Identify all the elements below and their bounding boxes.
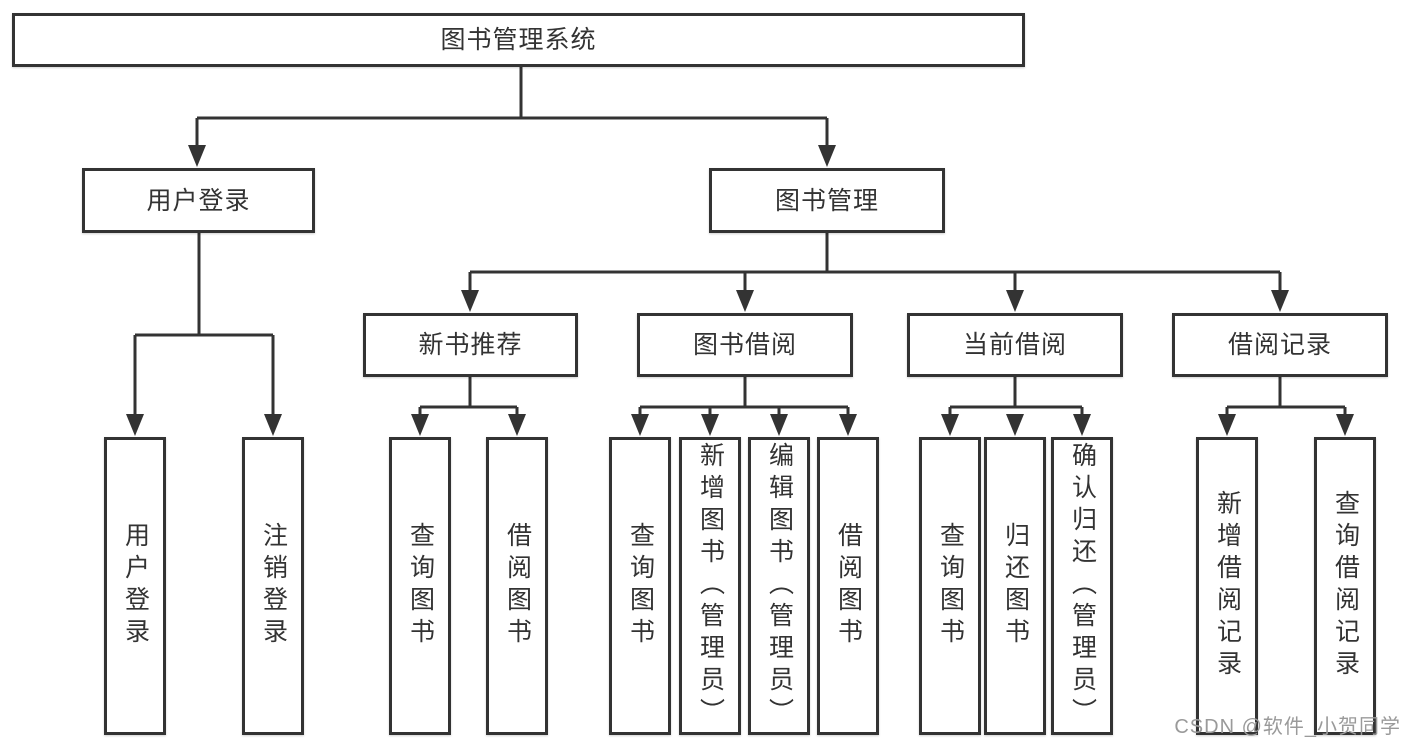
arrow-down-icon xyxy=(188,145,206,167)
arrow-down-icon xyxy=(736,290,754,312)
connectors-user-login-group xyxy=(126,233,282,436)
node-current-borrowing: 当前借阅 xyxy=(907,313,1123,377)
connectors-borrowing-records-group xyxy=(1218,377,1354,436)
arrow-down-icon xyxy=(1006,414,1024,436)
connector-new-book-recommendation xyxy=(418,377,519,430)
connectors-book-borrowing-group xyxy=(631,377,857,436)
node-label: 查询图书 xyxy=(406,522,435,650)
connector-user-login xyxy=(133,233,275,430)
leaf-borrow-books-recommend: 借阅图书 xyxy=(486,437,548,735)
connector-borrowing-records xyxy=(1225,377,1347,430)
arrow-down-icon xyxy=(411,414,429,436)
leaf-query-books-borrow: 查询图书 xyxy=(609,437,671,735)
node-label: 新书推荐 xyxy=(418,331,523,359)
arrow-down-icon xyxy=(1336,414,1354,436)
connectors-current-borrowing-group xyxy=(941,377,1091,436)
leaf-logout: 注销登录 xyxy=(242,437,304,735)
arrow-down-icon xyxy=(770,414,788,436)
arrow-down-icon xyxy=(1218,414,1236,436)
leaf-user-login: 用户登录 xyxy=(104,437,166,735)
connectors-root-to-level2 xyxy=(188,64,836,167)
node-label: 新增图书（管理员） xyxy=(696,442,725,730)
node-label: 新增借阅记录 xyxy=(1213,490,1242,682)
connector-current-borrowing xyxy=(948,377,1084,430)
connectors-new-book-recommendation-group xyxy=(411,377,526,436)
arrow-down-icon xyxy=(1073,414,1091,436)
connector-book-management xyxy=(468,233,1282,306)
connector-book-borrowing xyxy=(638,377,850,430)
arrow-down-icon xyxy=(941,414,959,436)
node-label: 查询借阅记录 xyxy=(1331,490,1360,682)
leaf-query-books-recommend: 查询图书 xyxy=(389,437,451,735)
csdn-watermark: CSDN @软件_小贺同学 xyxy=(1174,716,1401,738)
leaf-return-books: 归还图书 xyxy=(984,437,1046,735)
leaf-query-books-current: 查询图书 xyxy=(919,437,981,735)
node-borrowing-records: 借阅记录 xyxy=(1172,313,1388,377)
arrow-down-icon xyxy=(701,414,719,436)
node-label: 确认归还（管理员） xyxy=(1068,442,1097,730)
arrow-down-icon xyxy=(508,414,526,436)
node-label: 注销登录 xyxy=(259,522,288,650)
node-label: 借阅记录 xyxy=(1227,331,1332,359)
node-label: 借阅图书 xyxy=(834,522,863,650)
arrow-down-icon xyxy=(818,145,836,167)
leaf-confirm-return-admin: 确认归还（管理员） xyxy=(1051,437,1113,735)
arrow-down-icon xyxy=(264,414,282,436)
leaf-borrow-books: 借阅图书 xyxy=(817,437,879,735)
node-label: 归还图书 xyxy=(1001,522,1030,650)
node-label: 图书借阅 xyxy=(692,331,797,359)
arrow-down-icon xyxy=(631,414,649,436)
leaf-query-borrow-record: 查询借阅记录 xyxy=(1314,437,1376,735)
arrow-down-icon xyxy=(461,290,479,312)
node-new-book-recommendation: 新书推荐 xyxy=(363,313,578,377)
node-label: 用户登录 xyxy=(121,522,150,650)
node-label: 用户登录 xyxy=(146,186,251,215)
node-book-borrowing: 图书借阅 xyxy=(637,313,853,377)
node-label: 当前借阅 xyxy=(962,331,1067,359)
node-label: 借阅图书 xyxy=(503,522,532,650)
node-label: 图书管理 xyxy=(774,186,879,215)
arrow-down-icon xyxy=(1271,290,1289,312)
node-label: 编辑图书（管理员） xyxy=(765,442,794,730)
arrow-down-icon xyxy=(839,414,857,436)
node-label: 图书管理系统 xyxy=(440,26,597,54)
leaf-add-borrow-record: 新增借阅记录 xyxy=(1196,437,1258,735)
connector-root xyxy=(195,64,829,161)
arrow-down-icon xyxy=(126,414,144,436)
arrow-down-icon xyxy=(1006,290,1024,312)
leaf-add-books-admin: 新增图书（管理员） xyxy=(679,437,741,735)
connectors-book-management-group xyxy=(461,233,1289,312)
node-label: 查询图书 xyxy=(626,522,655,650)
leaf-edit-books-admin: 编辑图书（管理员） xyxy=(748,437,810,735)
node-label: 查询图书 xyxy=(936,522,965,650)
node-user-login: 用户登录 xyxy=(82,168,315,233)
node-book-management: 图书管理 xyxy=(709,168,945,233)
node-library-management-system: 图书管理系统 xyxy=(12,13,1025,67)
